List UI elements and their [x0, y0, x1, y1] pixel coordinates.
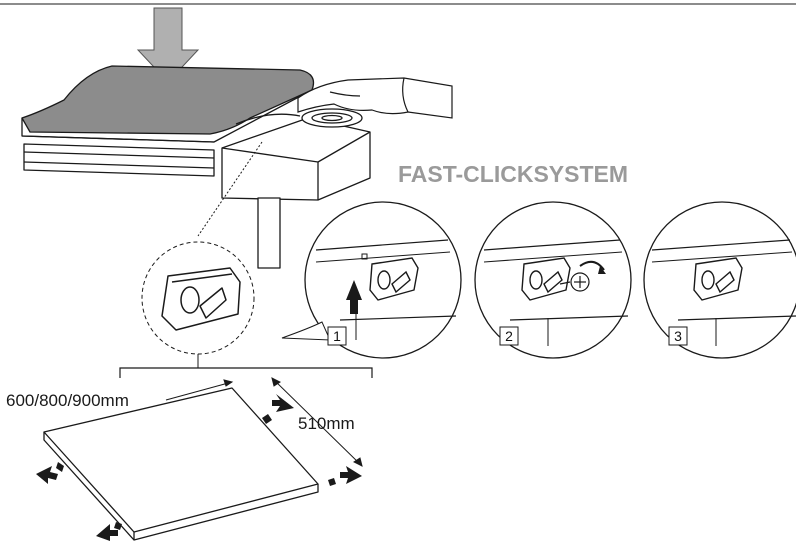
width-dimension [165, 379, 234, 401]
hob-glass [21, 65, 315, 135]
hob-bottom-illustration [43, 387, 319, 541]
hob-top-illustration [21, 65, 371, 269]
down-arrow [136, 7, 200, 83]
rotate-arrow-icon [579, 260, 605, 271]
clip-arrow-icon [96, 522, 122, 541]
clip-arrow-icon [328, 466, 362, 486]
step-1-detail [304, 201, 462, 359]
svg-text:1: 1 [333, 328, 341, 344]
bracket-bar [119, 367, 373, 378]
bracket-zoom [141, 241, 255, 368]
hand-illustration [297, 77, 453, 119]
push-up-arrow [346, 280, 362, 314]
screw-icon [559, 272, 590, 292]
zoom-leader [197, 141, 263, 237]
clip-arrow-icon [262, 394, 294, 424]
svg-text:3: 3 [674, 328, 682, 344]
bracket-icon [369, 257, 419, 301]
bracket-icon [161, 267, 241, 331]
bracket-icon [693, 257, 743, 301]
step-1-pointer [281, 321, 331, 341]
cabinet-leg [257, 197, 281, 269]
clip-arrow-icon [36, 462, 64, 484]
step-3-detail [643, 201, 796, 359]
step-label-2: 2 [499, 326, 519, 346]
width-label: 600/800/900mm [6, 391, 129, 410]
depth-dimension [271, 377, 363, 467]
hob-body [23, 143, 215, 177]
step-label-3: 3 [668, 326, 688, 346]
svg-text:2: 2 [505, 328, 513, 344]
step-2-detail [474, 201, 632, 359]
bracket-icon [521, 257, 571, 301]
step-label-1: 1 [327, 326, 347, 346]
brand-label: FAST-CLICKSYSTEM [398, 161, 628, 187]
connector-coil [301, 108, 363, 128]
depth-label: 510mm [298, 414, 355, 433]
